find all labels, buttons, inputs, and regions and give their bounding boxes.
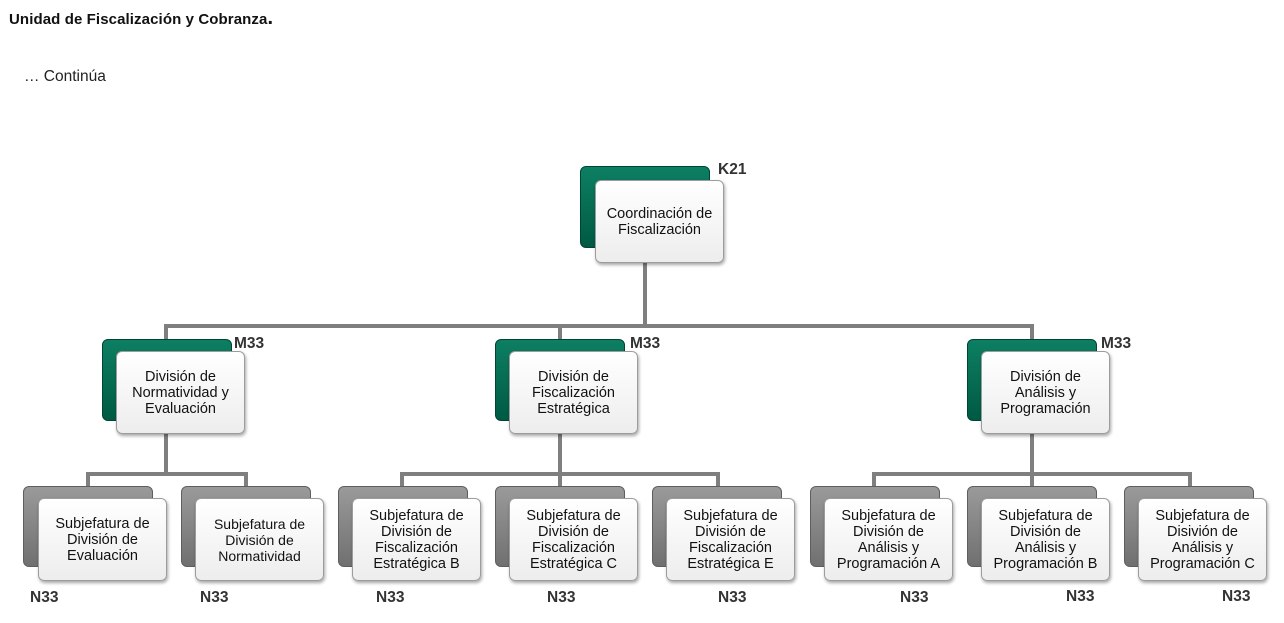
node-label-sub-8: Subjefatura de Disivión de Análisis y Pr… [1138, 498, 1267, 581]
node-label-sub-3: Subjefatura de División de Fiscalización… [352, 498, 481, 581]
node-code-division-3: M33 [1101, 335, 1132, 352]
node-label-root: Coordinación de Fiscalización [595, 180, 724, 263]
node-label-division-3: División de Análisis y Programación [981, 351, 1110, 434]
node-code-sub-7: N33 [1066, 588, 1095, 605]
node-code-sub-1: N33 [30, 589, 59, 606]
node-label-sub-5: Subjefatura de División de Fiscalización… [666, 498, 795, 581]
node-code-sub-8: N33 [1222, 588, 1251, 605]
page-title: Unidad de Fiscalización y Cobranza. [9, 7, 274, 29]
node-label-sub-6: Subjefatura de División de Análisis y Pr… [824, 498, 953, 581]
node-code-division-2: M33 [630, 335, 661, 352]
node-label-sub-2: Subjefatura de División de Normatividad [195, 498, 324, 581]
node-label-sub-7: Subjefatura de División de Análisis y Pr… [981, 498, 1110, 581]
node-code-sub-6: N33 [900, 589, 929, 606]
node-label-division-2: División de Fiscalización Estratégica [509, 351, 638, 434]
page-title-text: Unidad de Fiscalización y Cobranza [9, 11, 268, 28]
node-label-sub-1: Subjefatura de División de Evaluación [38, 498, 167, 581]
node-label-sub-4: Subjefatura de División de Fiscalización… [509, 498, 638, 581]
node-code-division-1: M33 [234, 335, 265, 352]
node-label-division-1: División de Normatividad y Evaluación [116, 351, 245, 434]
node-code-sub-5: N33 [718, 589, 747, 606]
node-code-sub-4: N33 [547, 589, 576, 606]
node-code-sub-3: N33 [376, 589, 405, 606]
continues-label: … Continúa [24, 68, 106, 85]
node-code-root: K21 [718, 161, 747, 178]
node-code-sub-2: N33 [200, 589, 229, 606]
